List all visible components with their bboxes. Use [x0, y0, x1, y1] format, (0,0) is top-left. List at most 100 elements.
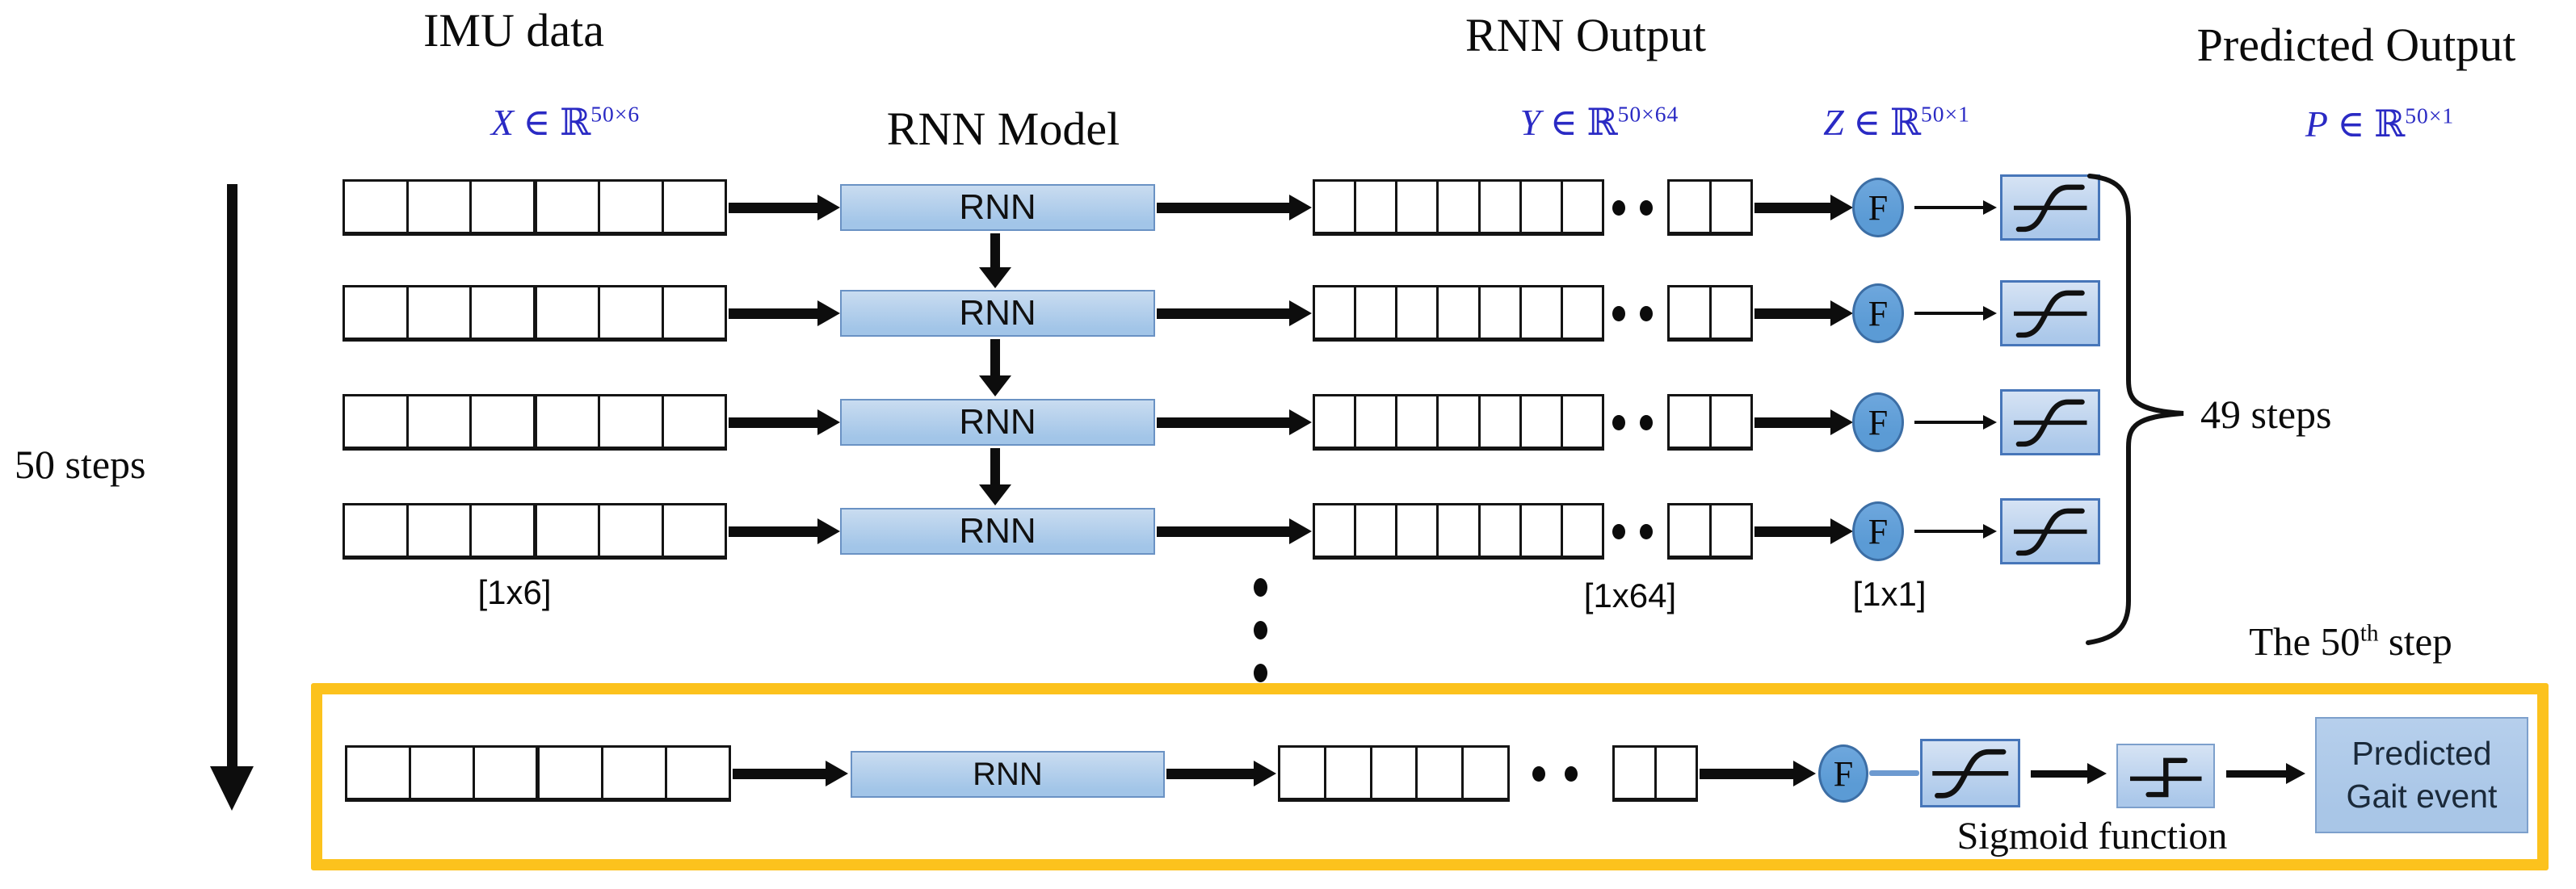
vector-cell	[469, 505, 533, 556]
arrow-shaft	[1700, 768, 1793, 779]
arrow-head	[210, 766, 254, 811]
vector-cell	[1354, 396, 1396, 447]
vector-cell	[1315, 505, 1355, 556]
element-of: ∈	[1549, 102, 1578, 143]
arrow-f-to-sigmoid	[1914, 524, 1997, 539]
vector-cell	[1560, 505, 1602, 556]
vector-cell	[598, 182, 662, 232]
vector-cell	[1415, 748, 1462, 798]
arrow-output-to-f	[1700, 761, 1816, 786]
arrow-shaft	[1914, 421, 1983, 424]
arrow-input-to-rnn	[733, 761, 848, 786]
ellipsis-dot	[1612, 524, 1625, 539]
arrow-shaft	[733, 768, 826, 779]
vector-cell	[1477, 182, 1519, 232]
rnn-output-dim-caption: [1x64]	[1583, 577, 1677, 614]
vector-cell	[406, 505, 469, 556]
vector-cell	[406, 182, 469, 232]
arrow-rnn-to-output	[1157, 300, 1312, 326]
arrow-head	[826, 761, 848, 786]
imu-input-vector	[342, 503, 727, 560]
rnn-block: RNN	[840, 290, 1155, 337]
vector-cell	[345, 287, 406, 338]
ellipsis-dot	[1254, 578, 1267, 597]
arrow-input-to-rnn	[729, 409, 840, 435]
threshold-step-icon	[2116, 744, 2215, 808]
z-var: Z	[1823, 102, 1844, 143]
ellipsis-dot	[1565, 766, 1578, 782]
arrow-f-to-sigmoid	[1914, 415, 1997, 430]
timestep-row: RNN F	[307, 498, 2149, 564]
vector-cell	[665, 748, 729, 798]
arrow-head	[817, 518, 840, 544]
arrow-rnn-to-output	[1166, 761, 1276, 786]
fortynine-steps-label: 49 steps	[2200, 392, 2332, 437]
predicted-output-title: Predicted Output	[2196, 19, 2516, 71]
vector-cell	[1708, 505, 1750, 556]
vector-cell	[345, 182, 406, 232]
vector-cell	[661, 287, 725, 338]
arrow-shaft	[1754, 308, 1830, 319]
ellipsis-dot	[1640, 306, 1653, 321]
vector-cell	[1708, 287, 1750, 338]
x-superscript: 50×6	[590, 101, 641, 127]
reals-symbol: ℝ	[559, 102, 591, 143]
reals-symbol: ℝ	[1889, 102, 1921, 143]
sigmoid-activation-icon	[2000, 280, 2100, 346]
vector-cell	[598, 505, 662, 556]
time-steps-arrow-icon	[210, 184, 254, 811]
rnn-output-vector-bottom	[1278, 745, 1510, 802]
arrow-shaft	[729, 202, 817, 213]
rnn-output-vector-tail	[1667, 179, 1753, 236]
arrow-shaft	[1914, 530, 1983, 533]
vector-cell	[472, 748, 536, 798]
x-dimension-label: X ∈ ℝ50×6	[444, 100, 687, 144]
arrow-shaft	[729, 308, 817, 319]
arrow-rnn-to-output	[1157, 195, 1312, 220]
vector-cell	[532, 182, 598, 232]
arrow-head	[1830, 300, 1853, 326]
ellipsis-dot	[1254, 664, 1267, 682]
arrow-shaft	[2031, 769, 2087, 778]
vector-cell	[1323, 748, 1370, 798]
ellipsis-dot	[1612, 306, 1625, 321]
rnn-output-vector	[1313, 503, 1604, 560]
arrow-head	[817, 300, 840, 326]
y-dimension-label: Y ∈ ℝ50×64	[1478, 100, 1721, 144]
fiftieth-step-post: step	[2378, 619, 2452, 664]
vector-cell	[1354, 287, 1396, 338]
arrow-head	[1793, 761, 1816, 786]
timestep-row: RNN F	[307, 174, 2149, 241]
arrow-shaft	[990, 339, 1000, 375]
vector-cell	[1461, 748, 1507, 798]
rnn-block-label: RNN	[959, 293, 1036, 333]
arrow-rnn1-to-rnn2	[979, 233, 1011, 288]
arrow-rnn-to-output	[1157, 409, 1312, 435]
vector-cell	[469, 182, 533, 232]
sigmoid-curve-glyph	[2013, 399, 2087, 447]
rnn-output-vector	[1313, 285, 1604, 342]
arrow-head	[817, 195, 840, 220]
predicted-gait-event-box: Predicted Gait event	[2315, 717, 2528, 833]
arrow-head	[1289, 409, 1312, 435]
dense-layer-f: F	[1852, 501, 1904, 561]
vector-cell	[1708, 182, 1750, 232]
vector-cell	[1654, 748, 1696, 798]
imu-data-title: IMU data	[423, 4, 604, 57]
arrow-shaft	[1754, 417, 1830, 428]
brace-49-steps-icon	[2086, 174, 2184, 645]
reals-symbol: ℝ	[1586, 102, 1618, 143]
vector-cell	[1395, 505, 1437, 556]
rnn-output-vector-tail	[1667, 503, 1753, 560]
ellipsis-dot	[1612, 415, 1625, 430]
vector-cell	[1670, 505, 1709, 556]
f-label: F	[1868, 402, 1889, 442]
arrow-head	[1830, 518, 1853, 544]
vector-cell	[1315, 396, 1355, 447]
vector-cell	[661, 182, 725, 232]
reals-symbol: ℝ	[2373, 103, 2406, 145]
arrow-output-to-f	[1754, 518, 1853, 544]
vector-cell	[1477, 287, 1519, 338]
ellipsis-dot	[1640, 524, 1653, 539]
